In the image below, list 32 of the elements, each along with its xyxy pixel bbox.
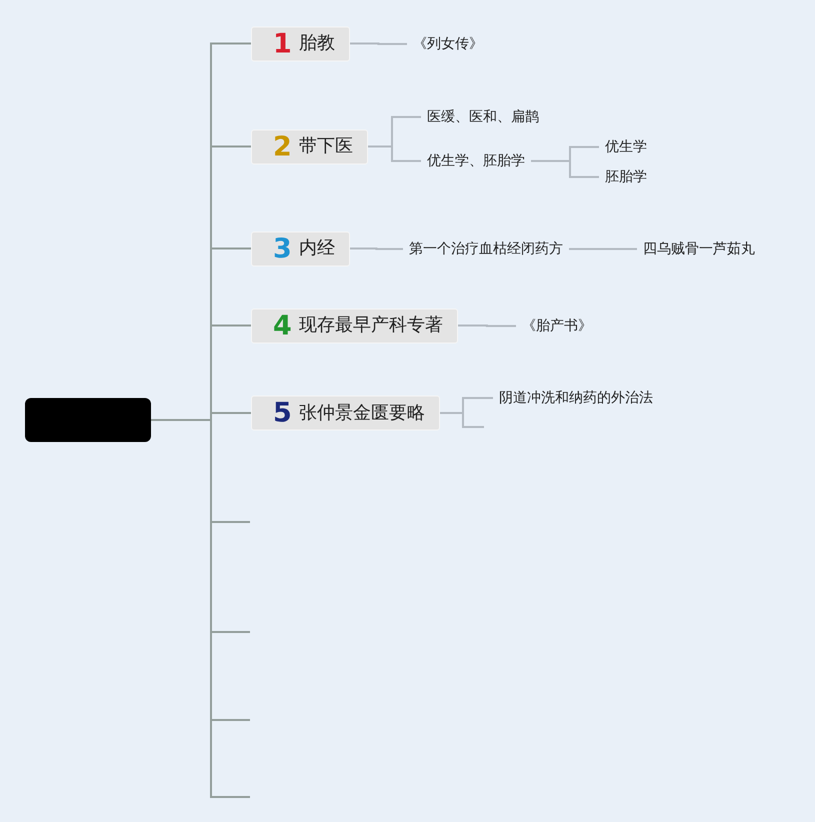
branch-label: 胚胎学 bbox=[599, 168, 653, 186]
root-box bbox=[25, 398, 151, 442]
topic-number: 5 bbox=[273, 400, 292, 426]
topic-number: 4 bbox=[273, 312, 292, 339]
topic-number: 2 bbox=[273, 133, 292, 160]
branch-label: 四乌贼骨一芦茹丸 bbox=[637, 240, 761, 258]
topic-box bbox=[251, 308, 458, 343]
topic-box bbox=[251, 231, 350, 266]
connector-line bbox=[569, 248, 637, 250]
connector-line bbox=[458, 324, 516, 327]
topic-label: 带下医 bbox=[298, 138, 353, 156]
branch-label: 医缓、医和、扁鹊 bbox=[421, 108, 545, 126]
connector-line bbox=[368, 146, 421, 162]
connector-line bbox=[350, 42, 407, 45]
topic-number: 1 bbox=[273, 30, 292, 57]
topic-label: 内经 bbox=[298, 240, 335, 258]
branch-label: 阴道冲洗和纳药的外治法 bbox=[493, 389, 659, 407]
branch-label: 第一个治疗血枯经闭药方 bbox=[403, 240, 569, 258]
topic-box bbox=[251, 396, 440, 430]
topic-number: 3 bbox=[273, 235, 292, 262]
connector-line bbox=[350, 248, 403, 250]
branch-label: 《胎产书》 bbox=[516, 317, 598, 335]
branch-label: 《列女传》 bbox=[407, 35, 489, 53]
branch-label: 优生学、胚胎学 bbox=[421, 152, 531, 170]
connector-line bbox=[531, 160, 599, 178]
topic-label: 张仲景金匮要略 bbox=[298, 404, 425, 422]
branch-label: 优生学 bbox=[599, 138, 653, 156]
topic-label: 现存最早产科专著 bbox=[298, 316, 443, 334]
topic-box bbox=[251, 129, 368, 164]
topic-box bbox=[251, 26, 350, 61]
connector-line bbox=[440, 412, 484, 428]
topic-label: 胎教 bbox=[298, 34, 335, 52]
